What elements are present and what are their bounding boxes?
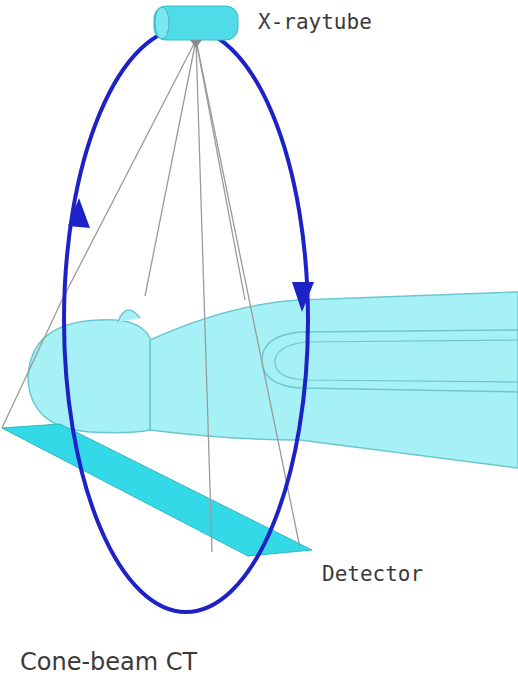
- patient-arm-inner: [275, 340, 518, 382]
- xray-tube: [154, 6, 238, 48]
- orbit-arrow-up: [68, 198, 90, 228]
- caption: Cone-beam CT: [20, 648, 197, 676]
- detector-panel: [2, 424, 312, 556]
- patient-head: [28, 320, 150, 433]
- part-label: X-raytube: [258, 10, 372, 34]
- patient-nose: [118, 310, 140, 322]
- xray-cone: [2, 40, 300, 552]
- part-label: Detector: [322, 562, 423, 586]
- rotation-orbit: [64, 28, 308, 612]
- patient-arm: [262, 330, 518, 392]
- orbit-arrow-down: [292, 282, 314, 312]
